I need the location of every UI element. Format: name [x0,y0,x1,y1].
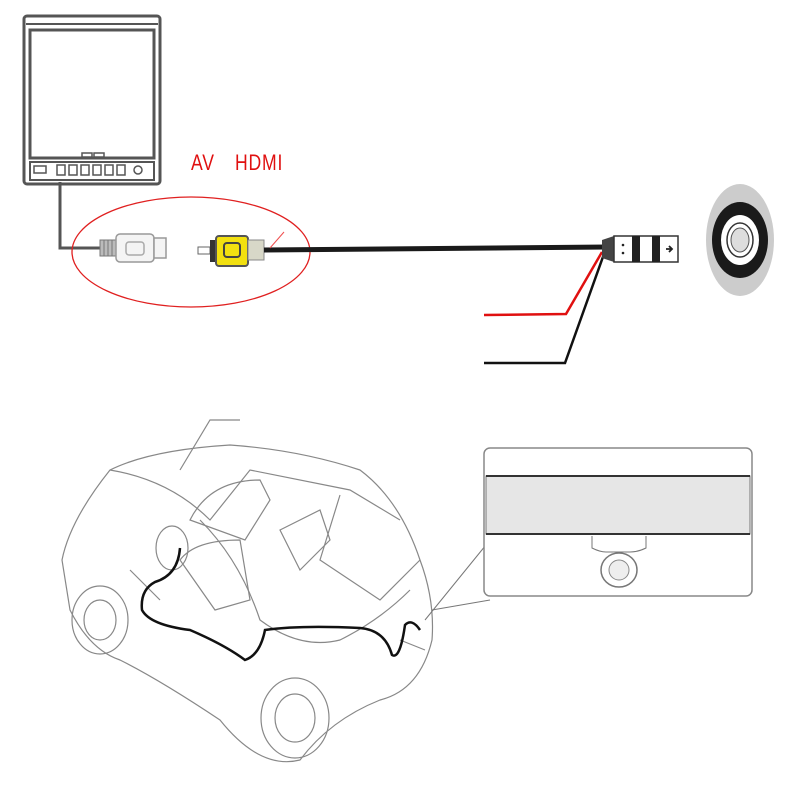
bumper-camera-detail-icon [483,447,753,597]
car-outline-icon [61,419,434,763]
power-wire-red [483,251,604,317]
ground-wire-black [484,253,606,365]
monitor-icon [22,14,162,186]
av-label: AV [191,150,215,175]
cable-route [140,547,422,662]
monitor-cable [58,182,100,250]
camera-connector-icon [602,235,679,263]
video-cable [263,244,609,253]
rca-yellow-connector-icon [197,235,265,267]
av-female-connector-icon [99,233,167,263]
rear-camera-lens-icon [706,184,774,296]
hdmi-label: HDMI [235,150,284,175]
